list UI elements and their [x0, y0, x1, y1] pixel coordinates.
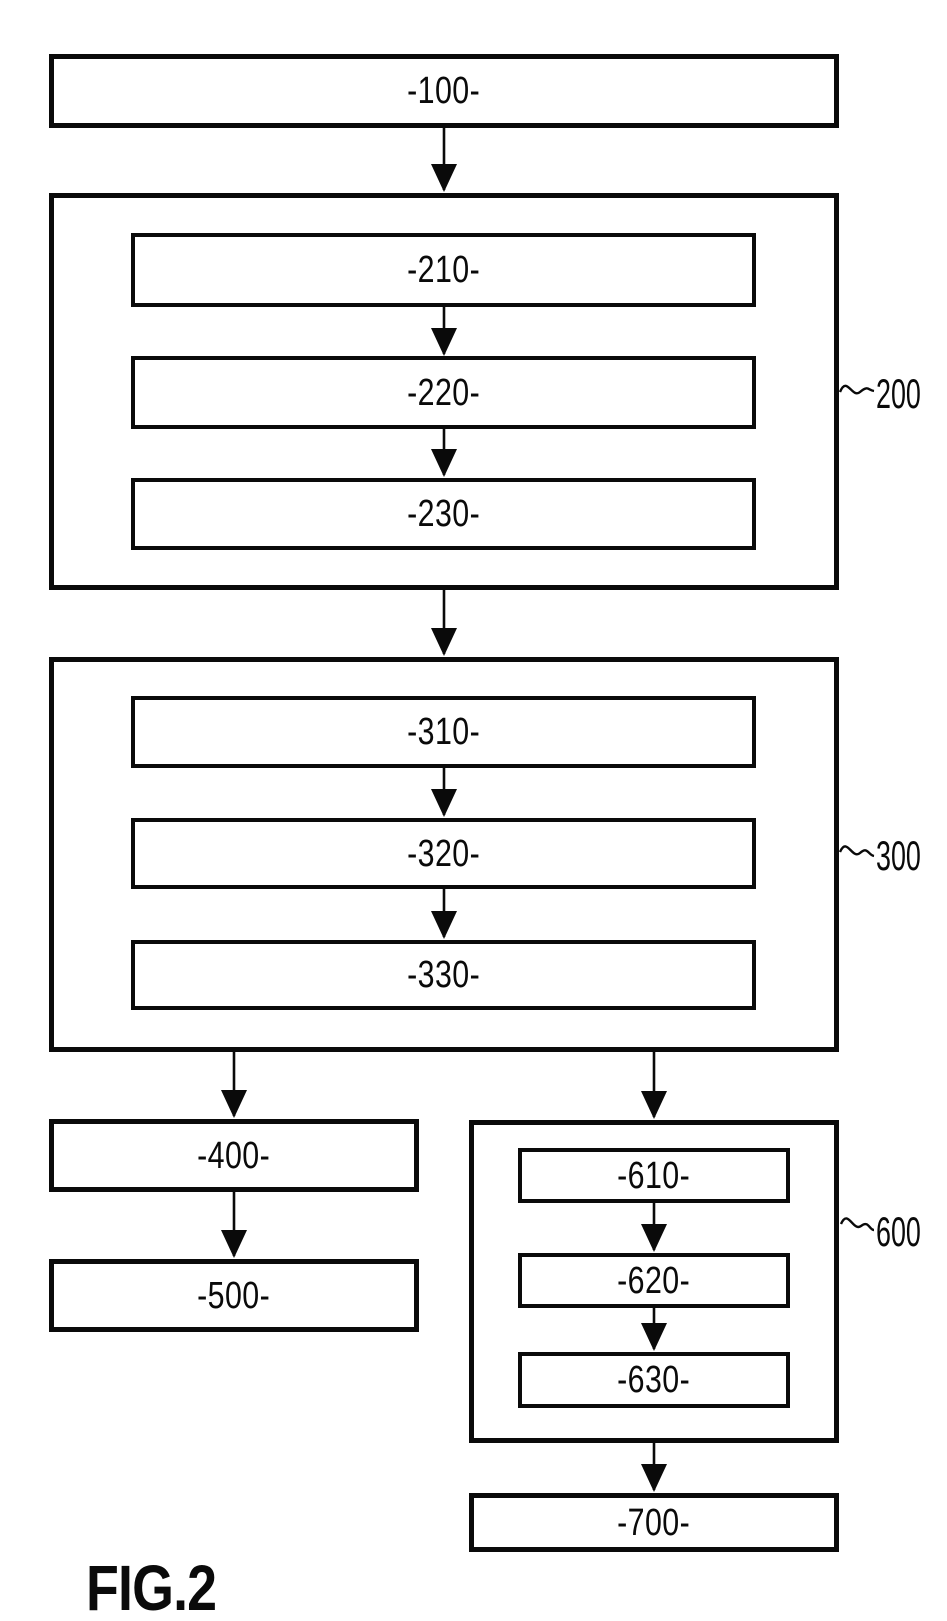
box-400-label: -400- — [197, 1134, 271, 1177]
leader-line-600 — [839, 1217, 875, 1232]
box-330-label: -330- — [407, 954, 480, 996]
group-box-600 — [469, 1120, 839, 1443]
box-620: -620- — [518, 1253, 790, 1308]
arrow-100-to-200 — [431, 128, 457, 192]
box-100-label: -100- — [407, 70, 481, 112]
group-box-200 — [49, 193, 839, 590]
arrow-400-to-500 — [221, 1192, 247, 1258]
ref-label-600: 600 — [876, 1208, 921, 1255]
box-500-label: -500- — [197, 1274, 271, 1317]
box-700: -700- — [469, 1493, 839, 1552]
box-220-label: -220- — [407, 371, 480, 414]
box-100: -100- — [49, 54, 839, 128]
box-320: -320- — [131, 818, 756, 889]
box-230: -230- — [131, 478, 756, 550]
arrow-300-to-600 — [641, 1052, 667, 1119]
box-310: -310- — [131, 696, 756, 768]
group-box-300 — [49, 657, 839, 1052]
box-610-label: -610- — [617, 1154, 691, 1197]
ref-label-200: 200 — [876, 370, 921, 417]
arrow-300-to-400 — [221, 1052, 247, 1118]
leader-line-200 — [838, 384, 875, 395]
figure-caption: FIG.2 — [86, 1552, 217, 1621]
box-210-label: -210- — [407, 249, 480, 291]
box-230-label: -230- — [407, 493, 480, 535]
box-220: -220- — [131, 356, 756, 429]
box-630: -630- — [518, 1352, 790, 1408]
box-310-label: -310- — [407, 711, 480, 753]
box-700-label: -700- — [617, 1501, 691, 1544]
arrow-200-to-300 — [431, 590, 457, 656]
box-330: -330- — [131, 940, 756, 1010]
ref-label-300: 300 — [876, 832, 921, 879]
box-630-label: -630- — [617, 1359, 691, 1401]
box-320-label: -320- — [407, 832, 480, 875]
leader-line-300 — [838, 845, 875, 858]
box-500: -500- — [49, 1259, 419, 1332]
box-610: -610- — [518, 1148, 790, 1203]
box-400: -400- — [49, 1119, 419, 1192]
box-210: -210- — [131, 233, 756, 307]
arrow-600-to-700 — [641, 1443, 667, 1492]
box-620-label: -620- — [617, 1259, 691, 1302]
